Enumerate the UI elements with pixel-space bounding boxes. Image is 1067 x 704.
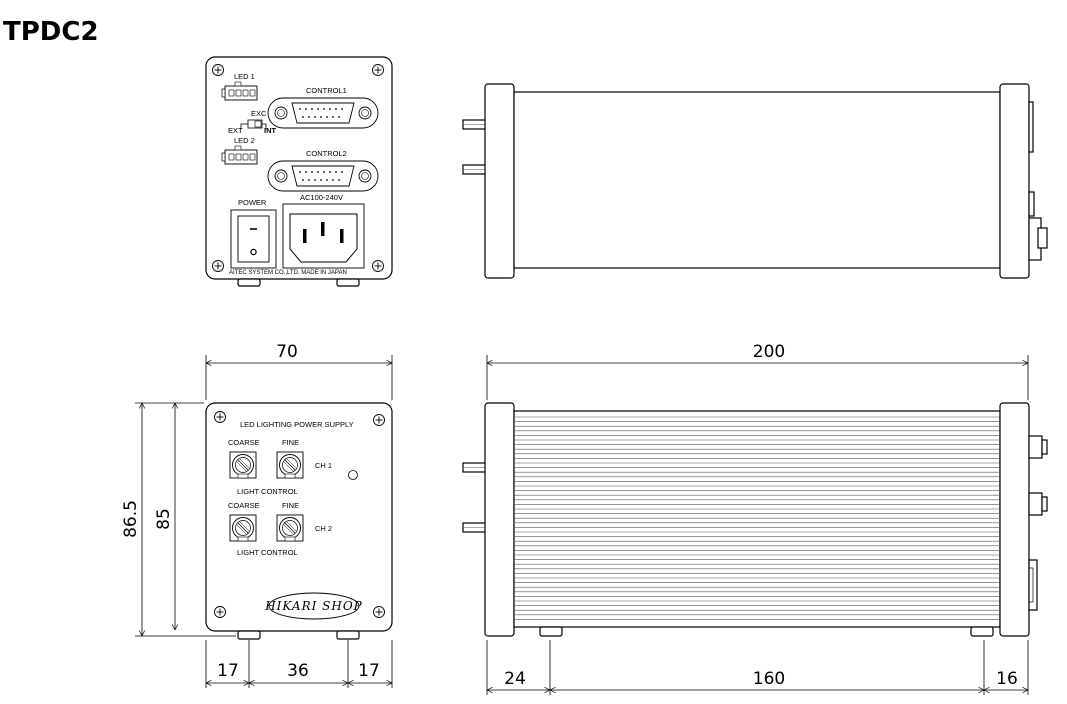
control1-label: CONTROL1: [306, 86, 347, 95]
screw-icon: [373, 606, 385, 618]
dsub-connector-icon: [267, 97, 379, 129]
logo-text: HIKARI SHOP: [264, 599, 363, 613]
led1-label: LED 1: [234, 72, 255, 81]
exc-label: EXC: [251, 109, 267, 118]
rotary-knob-icon[interactable]: [229, 514, 257, 542]
side-view: [462, 402, 1048, 637]
indicator-led: [348, 470, 358, 480]
exc-switch-icon: [240, 119, 267, 129]
top-view: [462, 83, 1048, 279]
ext-label: EXT: [228, 126, 243, 135]
dim-front-bottom-left: 17: [217, 661, 239, 681]
light-control2-label: LIGHT CONTROL: [237, 548, 298, 557]
front-heading: LED LIGHTING POWER SUPPLY: [240, 420, 354, 429]
dim-front-width: 70: [276, 342, 298, 362]
screw-icon: [372, 260, 384, 272]
dim-side-length: 200: [753, 342, 785, 362]
rotary-knob-icon[interactable]: [276, 514, 304, 542]
dimension-lines: [135, 355, 1029, 695]
screw-icon: [214, 606, 226, 618]
power-label: POWER: [238, 198, 267, 207]
dimension-labels: 70 86.5 85 17 36 17 200 24 160 16: [121, 342, 1018, 689]
rear-panel-view: LED 1 CONTROL1 EXC EXT INT LED 2 CONTROL…: [205, 56, 393, 287]
screw-icon: [214, 411, 226, 423]
led2-label: LED 2: [234, 136, 255, 145]
dim-side-bottom-right: 16: [996, 669, 1018, 689]
coarse1-label: COARSE: [228, 438, 260, 447]
screw-icon: [372, 64, 384, 76]
fine1-label: FINE: [282, 438, 299, 447]
maker-label: AITEC SYSTEM CO.,LTD. MADE IN JAPAN: [229, 270, 347, 276]
drawing-title: TPDC2: [3, 17, 99, 47]
light-control1-label: LIGHT CONTROL: [237, 487, 298, 496]
screw-icon: [373, 414, 385, 426]
dim-front-bottom-mid: 36: [287, 661, 309, 681]
ch1-label: CH 1: [315, 461, 332, 470]
dsub-connector-icon: [267, 160, 379, 192]
rotary-knob-icon[interactable]: [229, 451, 257, 479]
logo-badge: [268, 592, 360, 620]
iec-inlet-icon: [282, 203, 365, 269]
ch2-label: CH 2: [315, 524, 332, 533]
screw-icon: [212, 64, 224, 76]
rocker-switch-icon: [230, 209, 277, 269]
ac-label: AC100-240V: [300, 193, 343, 202]
dim-front-height-inner: 85: [154, 508, 174, 530]
rotary-knob-icon[interactable]: [276, 451, 304, 479]
front-panel-view: LED LIGHTING POWER SUPPLY COARSE FINE CH…: [205, 402, 393, 640]
dim-side-bottom-mid: 160: [753, 669, 785, 689]
fine2-label: FINE: [282, 501, 299, 510]
dim-front-bottom-right: 17: [358, 661, 380, 681]
int-label: INT: [264, 126, 277, 135]
coarse2-label: COARSE: [228, 501, 260, 510]
dim-side-bottom-left: 24: [504, 669, 526, 689]
screw-icon: [212, 260, 224, 272]
dim-front-height-outer: 86.5: [121, 500, 141, 538]
control2-label: CONTROL2: [306, 149, 347, 158]
